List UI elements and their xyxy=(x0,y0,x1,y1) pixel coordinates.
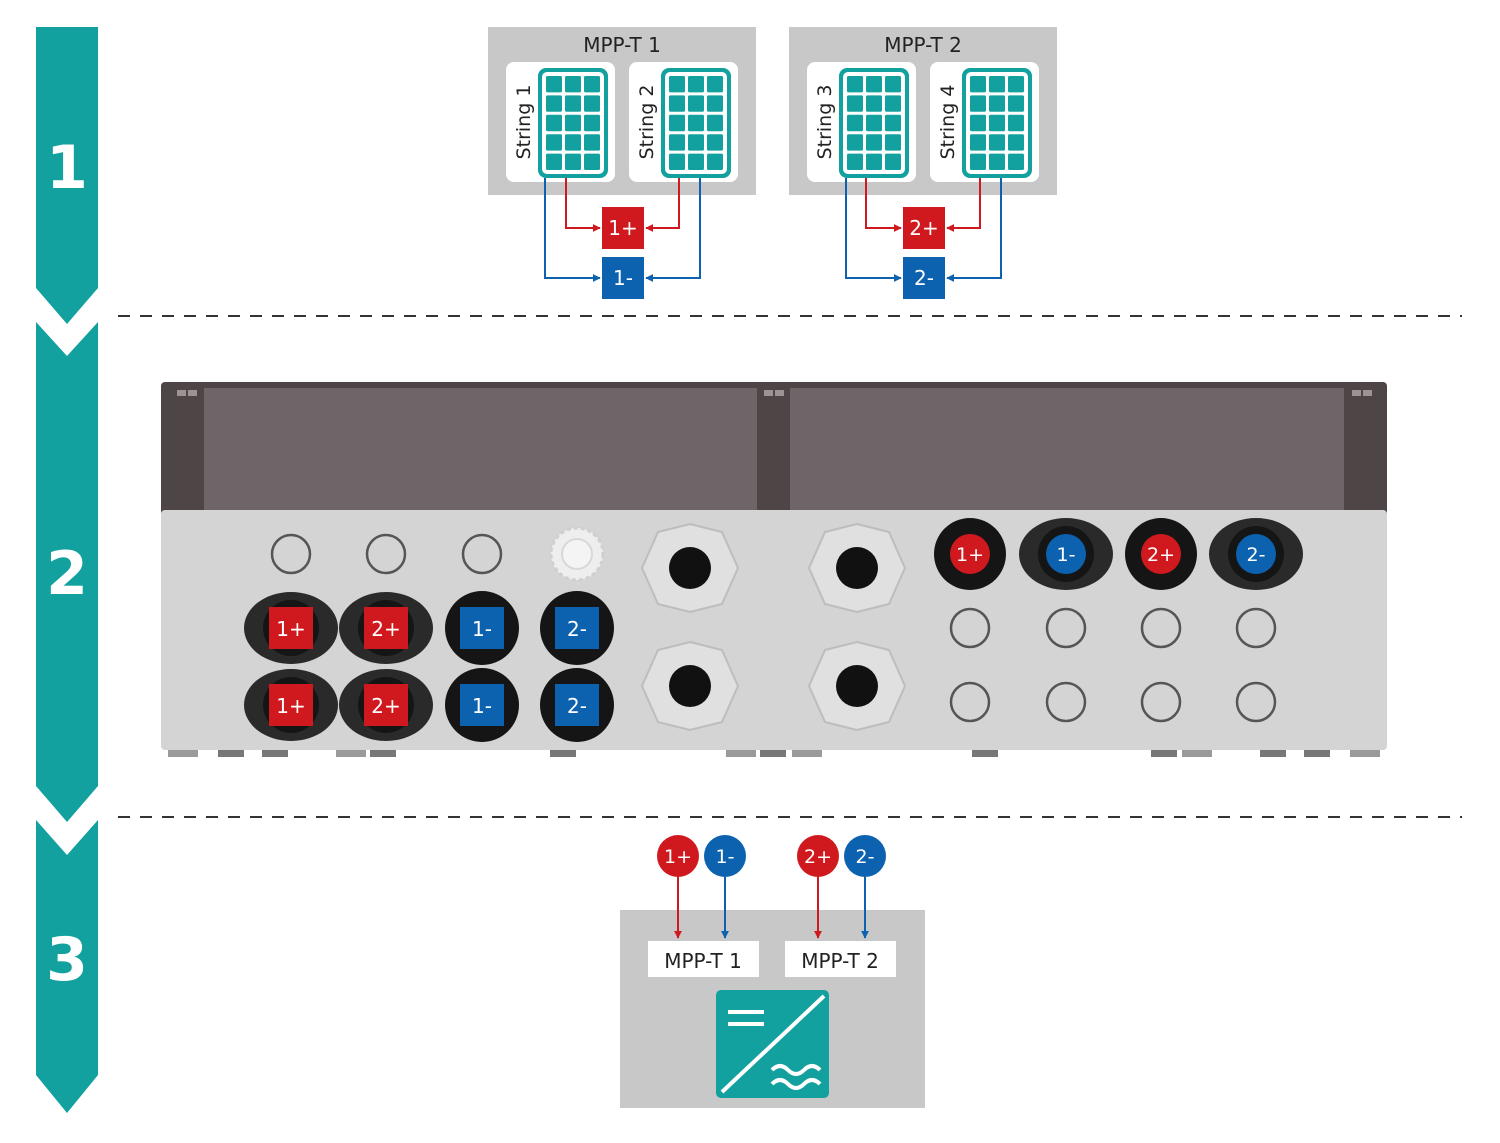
connector-minus: 1- xyxy=(1019,518,1113,590)
step-3-number: 3 xyxy=(46,925,88,995)
plus-terminal xyxy=(903,207,945,249)
step-2-number: 2 xyxy=(46,539,88,609)
solar-panel-icon xyxy=(839,68,909,178)
plus-terminal-label: 2+ xyxy=(909,216,938,240)
step-3-chevron: 3 xyxy=(36,820,98,1113)
input-minus-1 xyxy=(704,835,746,877)
plus-terminal-label: 1+ xyxy=(608,216,637,240)
input-minus-2 xyxy=(844,835,886,877)
svg-text:2-: 2- xyxy=(1247,544,1266,566)
svg-text:2-: 2- xyxy=(567,617,587,641)
step-1-number: 1 xyxy=(46,133,88,203)
input-plus-2 xyxy=(797,835,839,877)
connector-minus: 1- xyxy=(445,668,519,742)
minus-terminal xyxy=(602,257,644,299)
inverter-mppt-label: MPP-T 1 xyxy=(664,949,742,973)
minus-terminal-label: 1- xyxy=(613,266,633,290)
svg-text:2-: 2- xyxy=(567,694,587,718)
connector-plus: 1+ xyxy=(934,518,1006,590)
minus-terminal xyxy=(903,257,945,299)
connector-minus: 2- xyxy=(540,668,614,742)
knockout-holes xyxy=(270,533,1277,723)
svg-text:2+: 2+ xyxy=(371,694,400,718)
mppt-group-2: MPP-T 2 String 3 String 4 2+ 2- xyxy=(789,27,1057,299)
solar-panel-icon xyxy=(962,68,1032,178)
svg-text:2+: 2+ xyxy=(804,846,832,868)
cable-gland xyxy=(807,640,907,732)
svg-text:1+: 1+ xyxy=(276,617,305,641)
svg-text:2+: 2+ xyxy=(1147,544,1175,566)
connector-plus: 2+ xyxy=(339,669,433,741)
connector-plus: 1+ xyxy=(244,592,338,664)
svg-text:1-: 1- xyxy=(716,846,735,868)
string-label: String 1 xyxy=(513,85,535,160)
mppt-title: MPP-T 1 xyxy=(583,33,661,57)
connector-minus: 2- xyxy=(1209,518,1303,590)
svg-text:1+: 1+ xyxy=(956,544,984,566)
svg-text:2+: 2+ xyxy=(371,617,400,641)
input-plus-1 xyxy=(657,835,699,877)
svg-text:1-: 1- xyxy=(472,617,492,641)
svg-text:1-: 1- xyxy=(472,694,492,718)
dc-ac-inverter-icon xyxy=(716,990,829,1098)
svg-text:1+: 1+ xyxy=(276,694,305,718)
mppt-title: MPP-T 2 xyxy=(884,33,962,57)
connector-plus: 2+ xyxy=(1125,518,1197,590)
plus-terminal xyxy=(602,207,644,249)
svg-text:2-: 2- xyxy=(856,846,875,868)
step-2-chevron: 2 xyxy=(36,322,98,822)
connector-plus: 1+ xyxy=(244,669,338,741)
string-label: String 3 xyxy=(814,85,836,160)
cable-gland xyxy=(640,522,740,614)
string-label: String 2 xyxy=(636,85,658,160)
cable-gland xyxy=(807,522,907,614)
solar-panel-icon xyxy=(538,68,608,178)
mppt-group-1: MPP-T 1 String 1 String 2 1+ 1- xyxy=(488,27,756,299)
svg-text:1+: 1+ xyxy=(664,846,692,868)
string-label: String 4 xyxy=(937,85,959,160)
connector-plus: 2+ xyxy=(339,592,433,664)
svg-text:1-: 1- xyxy=(1057,544,1076,566)
inverter-mppt-label: MPP-T 2 xyxy=(801,949,879,973)
connection-box: 1+ 2+ 1- 2- 1+ 2+ xyxy=(161,382,1387,757)
pressure-vent xyxy=(549,526,605,582)
inverter: 1+ 1- 2+ 2- MPP-T 1 MPP-T 2 xyxy=(620,835,925,1108)
connector-minus: 1- xyxy=(445,591,519,665)
solar-panel-icon xyxy=(661,68,731,178)
step-1-chevron: 1 xyxy=(36,27,98,324)
connector-minus: 2- xyxy=(540,591,614,665)
cable-gland xyxy=(640,640,740,732)
minus-terminal-label: 2- xyxy=(914,266,934,290)
